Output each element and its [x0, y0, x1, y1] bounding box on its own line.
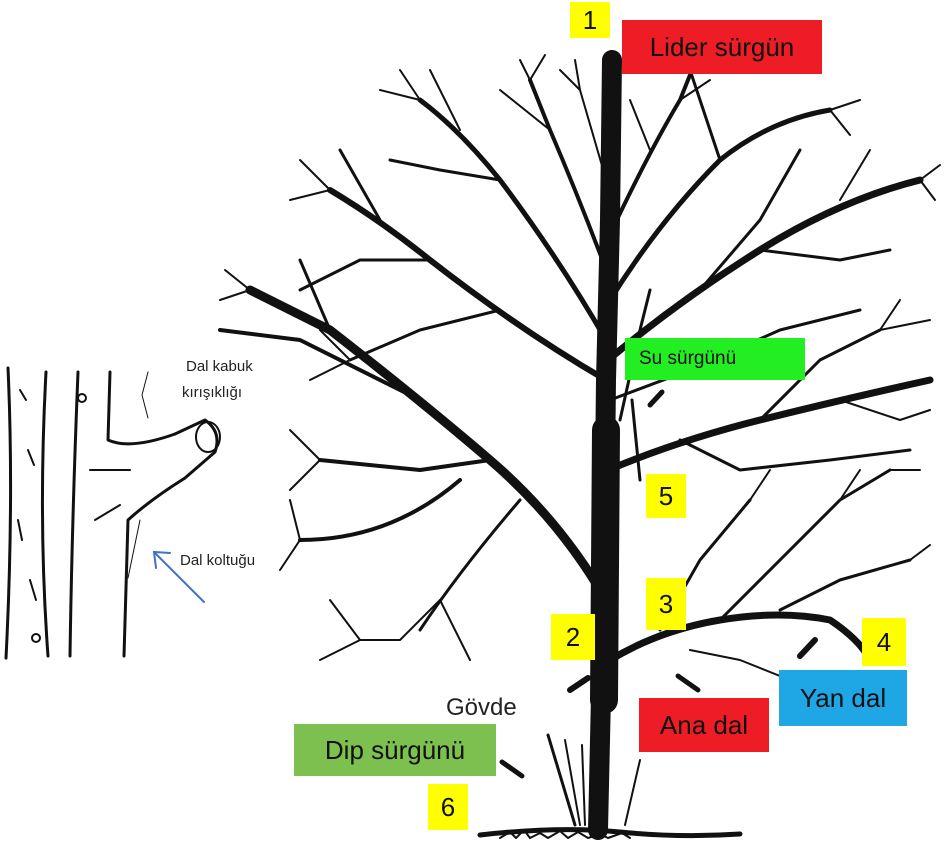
- number-label-4: 4: [862, 618, 906, 666]
- dip-surgunu-label: Dip sürgünü: [294, 724, 496, 776]
- number-label-6: 6: [428, 784, 468, 830]
- govde-label: Gövde: [446, 694, 517, 722]
- su-surgunu-label: Su sürgünü: [625, 338, 805, 380]
- number-label-1: 1: [570, 2, 610, 38]
- number-label-2: 2: [551, 614, 595, 660]
- yan-dal-label: Yan dal: [779, 670, 907, 726]
- lider-surgun-label: Lider sürgün: [622, 20, 822, 74]
- ana-dal-label: Ana dal: [639, 698, 769, 752]
- dal-koltugu-label: Dal koltuğu: [180, 552, 255, 569]
- dal-kabuk-label-line1: Dal kabuk: [186, 358, 253, 375]
- trunk-sketch: [6, 368, 220, 658]
- dal-kabuk-label-line2: kırışıklığı: [182, 384, 242, 401]
- number-label-5: 5: [646, 474, 686, 518]
- number-label-3: 3: [646, 578, 686, 630]
